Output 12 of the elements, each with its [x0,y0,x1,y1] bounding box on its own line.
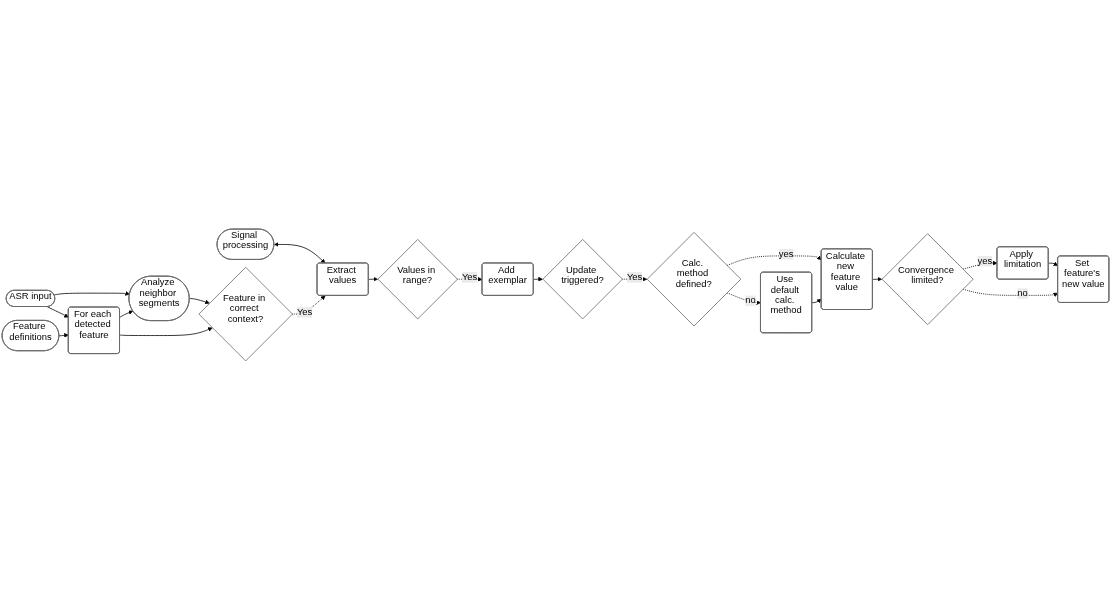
edge-label: Yes [626,271,643,283]
node-diamond: Convergence limited? [881,233,974,326]
node-diamond: Update triggered? [542,239,623,320]
node-diamond: Calc. method defined? [646,231,742,327]
edge-label: no [745,294,756,306]
node-diamond: Values in range? [377,239,458,320]
node-diamond: Feature in correct context? [198,266,293,362]
edge-label: Yes [296,306,313,317]
edge-label: no [1017,287,1028,299]
edge-label: Yes [461,271,478,283]
edge-label: yes [778,248,794,259]
edge-label: yes [977,255,993,266]
